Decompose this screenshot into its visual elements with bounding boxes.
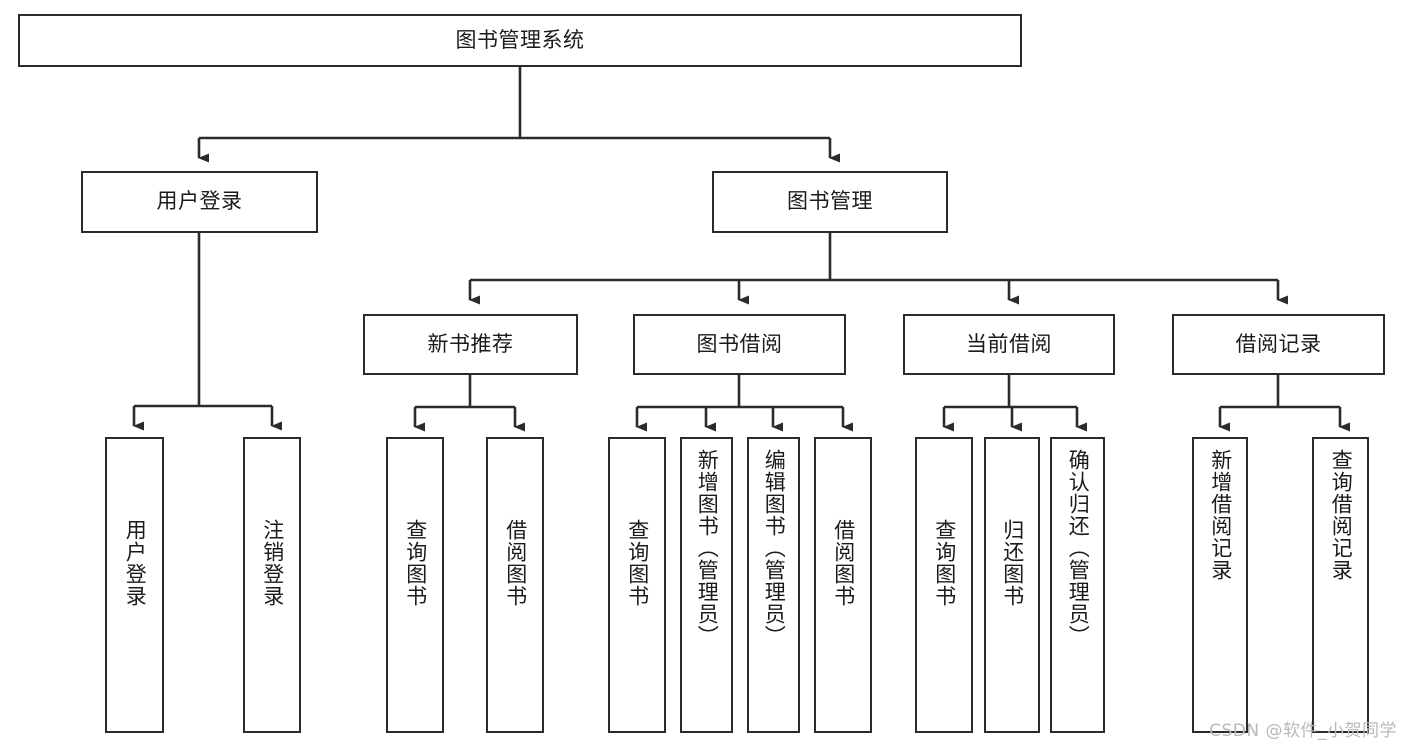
node-leaf-query-borrow-record[interactable]: 查询借阅记录 bbox=[1312, 437, 1369, 733]
node-label: 用户登录 bbox=[123, 519, 148, 607]
node-label: 查询图书 bbox=[625, 519, 650, 607]
node-new-book-recommend[interactable]: 新书推荐 bbox=[363, 314, 578, 375]
node-leaf-confirm-return-admin[interactable]: 确认归还（管理员） bbox=[1050, 437, 1105, 733]
node-leaf-query-book-3[interactable]: 查询图书 bbox=[915, 437, 973, 733]
node-label: 借阅图书 bbox=[831, 519, 856, 607]
node-label: 新增借阅记录 bbox=[1208, 449, 1233, 581]
node-label: 借阅记录 bbox=[1235, 331, 1322, 356]
node-leaf-add-book-admin[interactable]: 新增图书（管理员） bbox=[680, 437, 733, 733]
node-label: 归还图书 bbox=[1000, 519, 1025, 607]
node-leaf-user-logout[interactable]: 注销登录 bbox=[243, 437, 301, 733]
node-user-login[interactable]: 用户登录 bbox=[81, 171, 318, 233]
node-label: 确认归还（管理员） bbox=[1066, 449, 1091, 647]
node-label: 图书管理系统 bbox=[455, 27, 585, 52]
node-leaf-borrow-book-2[interactable]: 借阅图书 bbox=[814, 437, 872, 733]
node-leaf-add-borrow-record[interactable]: 新增借阅记录 bbox=[1192, 437, 1248, 733]
node-label: 图书管理 bbox=[787, 189, 873, 214]
node-label: 编辑图书（管理员） bbox=[762, 449, 787, 647]
watermark-text: CSDN @软件_小贺同学 bbox=[1209, 721, 1397, 741]
node-root[interactable]: 图书管理系统 bbox=[18, 14, 1022, 67]
node-leaf-edit-book-admin[interactable]: 编辑图书（管理员） bbox=[747, 437, 800, 733]
node-label: 新增图书（管理员） bbox=[695, 449, 720, 647]
node-label: 当前借阅 bbox=[966, 331, 1052, 356]
node-label: 查询图书 bbox=[932, 519, 957, 607]
node-leaf-return-book[interactable]: 归还图书 bbox=[984, 437, 1040, 733]
node-current-borrow[interactable]: 当前借阅 bbox=[903, 314, 1115, 375]
node-label: 用户登录 bbox=[156, 189, 243, 214]
node-book-borrow[interactable]: 图书借阅 bbox=[633, 314, 846, 375]
node-label: 新书推荐 bbox=[427, 331, 514, 356]
node-label: 查询借阅记录 bbox=[1329, 449, 1354, 581]
node-leaf-user-login[interactable]: 用户登录 bbox=[105, 437, 164, 733]
node-label: 借阅图书 bbox=[503, 519, 528, 607]
node-borrow-record[interactable]: 借阅记录 bbox=[1172, 314, 1385, 375]
node-label: 图书借阅 bbox=[696, 331, 783, 356]
node-label: 查询图书 bbox=[403, 519, 428, 607]
node-label: 注销登录 bbox=[260, 519, 285, 607]
node-leaf-query-book-1[interactable]: 查询图书 bbox=[386, 437, 444, 733]
node-book-management[interactable]: 图书管理 bbox=[712, 171, 948, 233]
node-leaf-borrow-book-1[interactable]: 借阅图书 bbox=[486, 437, 544, 733]
node-leaf-query-book-2[interactable]: 查询图书 bbox=[608, 437, 666, 733]
